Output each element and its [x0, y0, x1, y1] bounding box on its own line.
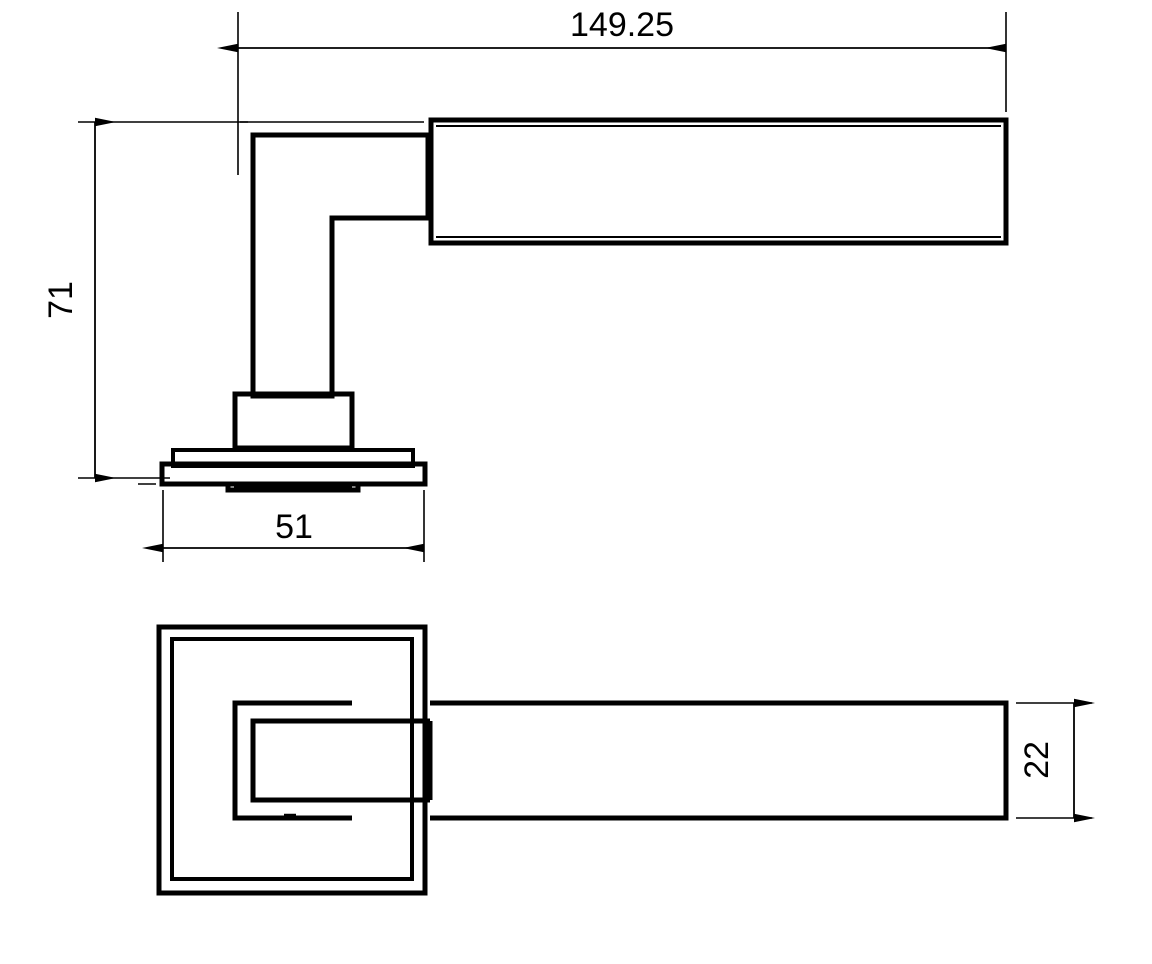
lever-bar-outer	[428, 117, 1009, 246]
dimension-overall-length: 149.25	[217, 6, 1007, 175]
rosette-plan-inner-square	[170, 637, 414, 881]
dimension-lever-thickness: 22	[1016, 698, 1095, 823]
rosette-bottom-lip	[225, 484, 361, 493]
side-elevation-view	[159, 117, 1009, 493]
neck-plan-outer-c-shape	[232, 700, 352, 821]
dim-label-149: 149.25	[570, 6, 674, 44]
dimension-rosette-width: 51	[142, 490, 425, 562]
rosette-plan-outer-square	[156, 624, 428, 896]
rosette-main-plate	[159, 461, 428, 487]
lever-bar-plan-outline	[430, 700, 1009, 821]
dim-label-51: 51	[275, 508, 313, 546]
dim-label-22: 22	[1018, 741, 1056, 779]
plan-view	[156, 624, 1009, 896]
neck-plan-inner-rect	[250, 718, 430, 803]
dimension-overall-height: 71	[42, 117, 248, 483]
dim-label-71: 71	[42, 281, 80, 319]
